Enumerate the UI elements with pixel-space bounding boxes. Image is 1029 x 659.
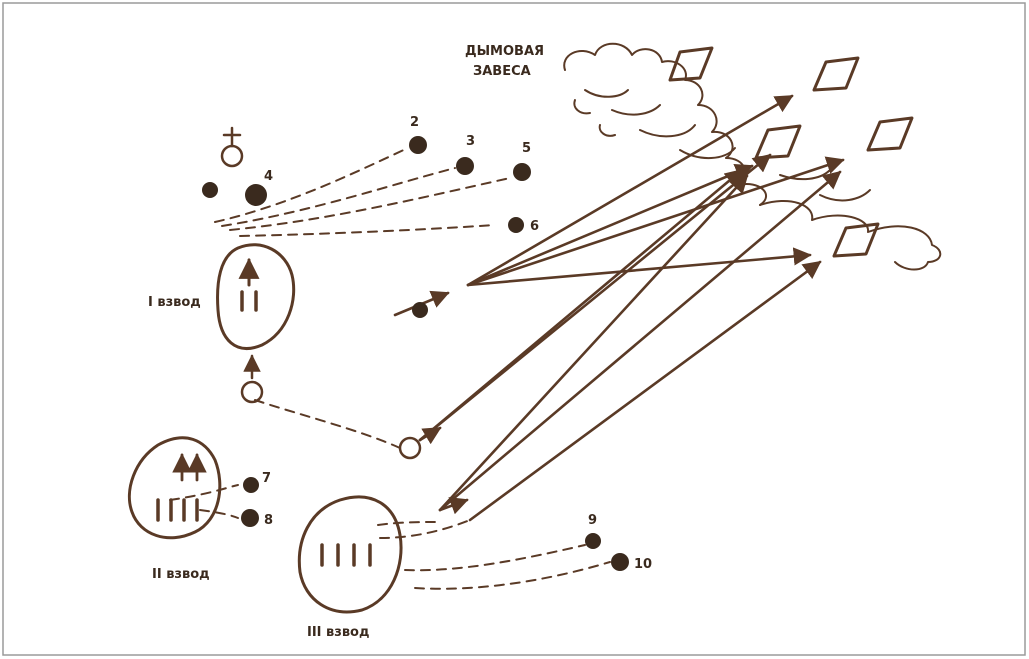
unit-marker-9-label: 9 bbox=[588, 513, 597, 528]
unit-marker-9: 9 bbox=[585, 513, 601, 549]
target-1 bbox=[668, 46, 714, 82]
unit-marker-5: 5 bbox=[513, 141, 531, 181]
unit-marker-center bbox=[412, 302, 428, 318]
unit-marker-3-label: 3 bbox=[466, 134, 475, 149]
unit-marker-2-label: 2 bbox=[410, 115, 419, 130]
unit-marker-10: 10 bbox=[611, 553, 652, 572]
target-2 bbox=[812, 56, 860, 92]
unit-marker-8-label: 8 bbox=[264, 513, 273, 528]
platoon-2-label: II взвод bbox=[152, 567, 210, 582]
unit-marker-4-label: 4 bbox=[264, 169, 273, 184]
unit-marker-2: 2 bbox=[409, 115, 427, 154]
smoke-label-line1: ДЫМОВАЯ bbox=[465, 44, 544, 59]
unit-marker-6-label: 6 bbox=[530, 219, 539, 234]
control-point bbox=[398, 436, 422, 460]
platoon-3-outline bbox=[297, 495, 403, 614]
platoon-1-label: I взвод bbox=[148, 295, 201, 310]
unit-marker-3: 3 bbox=[456, 134, 475, 175]
unit-marker-5-label: 5 bbox=[522, 141, 531, 156]
dashed-links bbox=[169, 147, 611, 590]
platoon-3-label: III взвод bbox=[307, 625, 369, 640]
target-5 bbox=[832, 222, 880, 258]
unit-marker-7: 7 bbox=[243, 471, 271, 493]
unit-marker-4: 4 bbox=[245, 169, 273, 206]
unit-marker-6: 6 bbox=[508, 217, 539, 234]
unit-marker-7-label: 7 bbox=[262, 471, 271, 486]
unit-marker-1 bbox=[202, 182, 218, 198]
unit-marker-10-label: 10 bbox=[634, 557, 652, 572]
fire-lines bbox=[393, 94, 845, 522]
observer-point bbox=[240, 380, 264, 404]
platoon-2-outline bbox=[127, 436, 222, 540]
target-4 bbox=[866, 116, 914, 152]
platoon-1-outline bbox=[216, 243, 296, 350]
target-3 bbox=[754, 124, 802, 160]
unit-marker-8: 8 bbox=[241, 509, 273, 528]
smoke-label-line2: ЗАВЕСА bbox=[473, 64, 531, 79]
